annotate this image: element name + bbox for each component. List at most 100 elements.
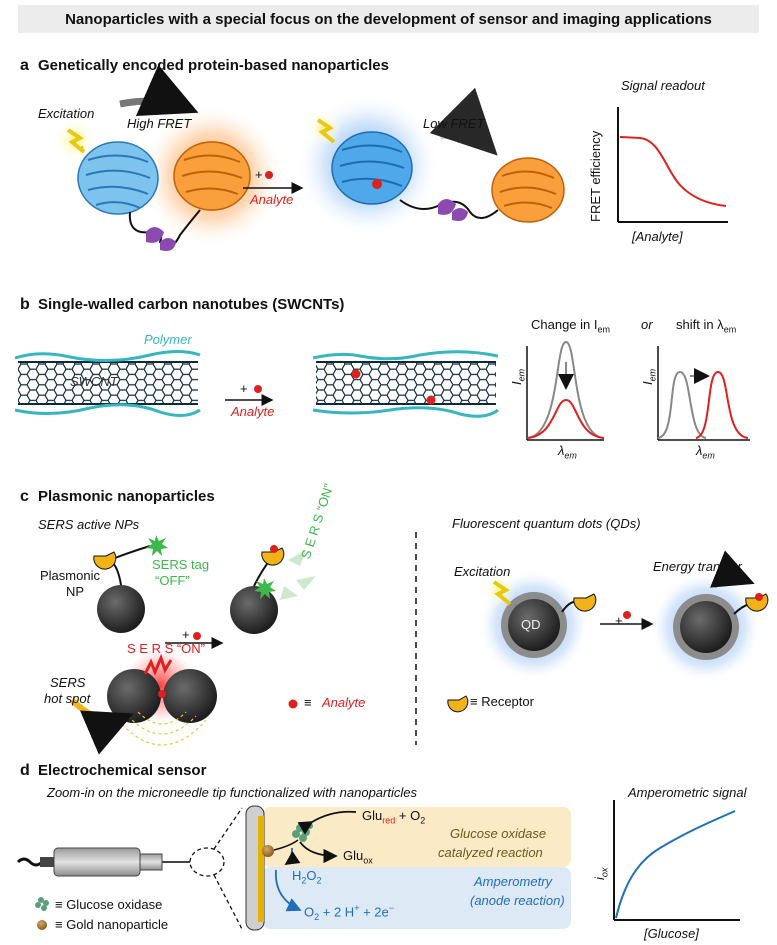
amp-xlabel: [Glucose]: [644, 926, 699, 941]
legend-gold-label: ≡ Gold nanoparticle: [55, 917, 169, 932]
bound-analyte: [372, 179, 382, 189]
fret-curve: [619, 136, 727, 207]
section-d-title: Electrochemical sensor: [38, 762, 207, 779]
lightning-icon: [66, 128, 86, 154]
receptor-purple-icon: [146, 227, 176, 251]
sers-on-hotspot-label: S E R S “ON”: [127, 641, 206, 656]
section-b-title: Single-walled carbon nanotubes (SWCNTs): [38, 296, 345, 313]
orange-protein-icon-2: [491, 157, 565, 223]
glu-red-label: Glured + O2: [362, 808, 426, 826]
hotspot-np-right: [163, 669, 217, 723]
sers-emission-icon: [280, 550, 316, 600]
section-b-graphics: [14, 340, 750, 441]
fret-ylabel: FRET efficiency: [588, 130, 603, 222]
excitation-label: Excitation: [38, 106, 95, 121]
plus-c1: +: [182, 627, 190, 642]
h2o2-label: H2O2: [292, 868, 322, 886]
energy-transfer-arrow: [710, 550, 755, 589]
glucose-band: [262, 807, 571, 867]
fret-readout-chart: [617, 107, 728, 223]
qd-core: [508, 599, 560, 651]
analyte-label-b: Analyte: [231, 404, 275, 419]
blue-protein-icon-2: [331, 131, 413, 205]
cable: [16, 857, 44, 867]
wavelength-xlabel-2: λem: [696, 443, 715, 461]
legend-gox-label: ≡ Glucose oxidase: [55, 897, 163, 912]
energy-transfer-label: Energy transfer: [653, 559, 742, 574]
shift-in-label: shift in λem: [676, 317, 737, 335]
glu-ox-label: Gluox: [343, 848, 373, 866]
amperometry-band: [262, 867, 571, 929]
plus-a: +: [255, 167, 263, 182]
intensity-ylabel-1: Iem: [509, 368, 527, 385]
receptor-legend-label: ≡ Receptor: [470, 694, 534, 709]
change-in-label: Change in Iem: [531, 317, 611, 335]
amp-ylabel: iox: [592, 867, 610, 880]
intensity-change-plot: [526, 340, 605, 441]
plasmonic-np-2: [230, 586, 278, 634]
high-fret-label: High FRET: [127, 116, 192, 131]
sers-off-label: “OFF”: [155, 573, 190, 588]
plasmonic-label-1: Plasmonic: [40, 568, 100, 583]
or-label: or: [641, 317, 653, 332]
amp-signal-label: Amperometric signal: [628, 785, 747, 800]
low-fret-label: Low FRET: [423, 116, 485, 131]
legend-gox-icon: [35, 897, 49, 911]
section-a-letter: a: [20, 57, 29, 74]
bound-analyte-b2: [426, 395, 436, 405]
figure-title: Nanoparticles with a special focus on th…: [65, 10, 712, 28]
zoom-label: Zoom-in on the microneedle tip functiona…: [47, 785, 417, 800]
amperometric-chart: [613, 800, 740, 921]
section-a-graphics: [53, 64, 728, 251]
anode-arrow: [275, 869, 302, 912]
signal-readout-label: Signal readout: [621, 78, 705, 93]
hotspot-label-1: SERS: [50, 675, 86, 690]
legend-gold-icon: [37, 920, 47, 930]
sers-tag-label: SERS tag: [152, 557, 210, 572]
plus-c2: +: [615, 613, 623, 628]
plus-b: +: [240, 381, 248, 396]
plasmonic-label-2: NP: [66, 584, 85, 599]
fret-xlabel: [Analyte]: [632, 229, 683, 244]
hotspot-label-2: hot spot: [44, 691, 91, 706]
hotspot-np-left: [107, 669, 161, 723]
qd-label: QD: [521, 617, 541, 632]
section-b-letter: b: [20, 296, 30, 313]
bound-analyte-b1: [351, 369, 361, 379]
receptor-icon: [93, 551, 117, 570]
amperometry-label-1: Amperometry: [474, 874, 553, 889]
polymer-wrap: [14, 350, 201, 363]
blue-protein-icon: [77, 141, 159, 215]
anode-products-label: O2 + 2 H+ + 2e−: [304, 903, 394, 922]
plasmonic-np: [97, 585, 145, 633]
analyte-dot: [265, 171, 273, 179]
section-d-graphics: [16, 800, 740, 931]
sers-active-label: SERS active NPs: [38, 517, 140, 532]
lightning-icon-2: [316, 118, 336, 144]
glucose-rxn-label-1: Glucose oxidase: [450, 826, 547, 841]
polymer-label: Polymer: [144, 332, 192, 347]
qd-title: Fluorescent quantum dots (QDs): [452, 516, 641, 531]
hotspot-arrow: [69, 697, 134, 755]
intensity-ylabel-2: Iem: [640, 368, 658, 385]
section-c-letter: c: [20, 488, 29, 505]
title-bar: Nanoparticles with a special focus on th…: [18, 5, 759, 33]
section-c-title: Plasmonic nanoparticles: [38, 488, 215, 505]
section-a-title: Genetically encoded protein-based nanopa…: [38, 57, 389, 74]
amperometry-label-2: (anode reaction): [470, 893, 565, 908]
fret-transfer-arrow: [119, 64, 199, 117]
section-c-graphics: [69, 532, 769, 755]
glucose-rxn-label-2: catalyzed reaction: [438, 845, 543, 860]
wavelength-shift-plot: [657, 346, 750, 441]
equiv-label: ≡: [304, 695, 312, 710]
analyte-legend-label: Analyte: [322, 695, 366, 710]
gold-nanoparticle-icon: [262, 845, 274, 857]
low-fret-arrow: [429, 87, 498, 156]
orange-protein-icon: [173, 141, 251, 211]
sers-tag-icon: [146, 535, 168, 556]
receptor-legend-icon: [447, 695, 469, 713]
amperometric-curve: [615, 810, 736, 919]
wavelength-xlabel-1: λem: [558, 443, 577, 461]
